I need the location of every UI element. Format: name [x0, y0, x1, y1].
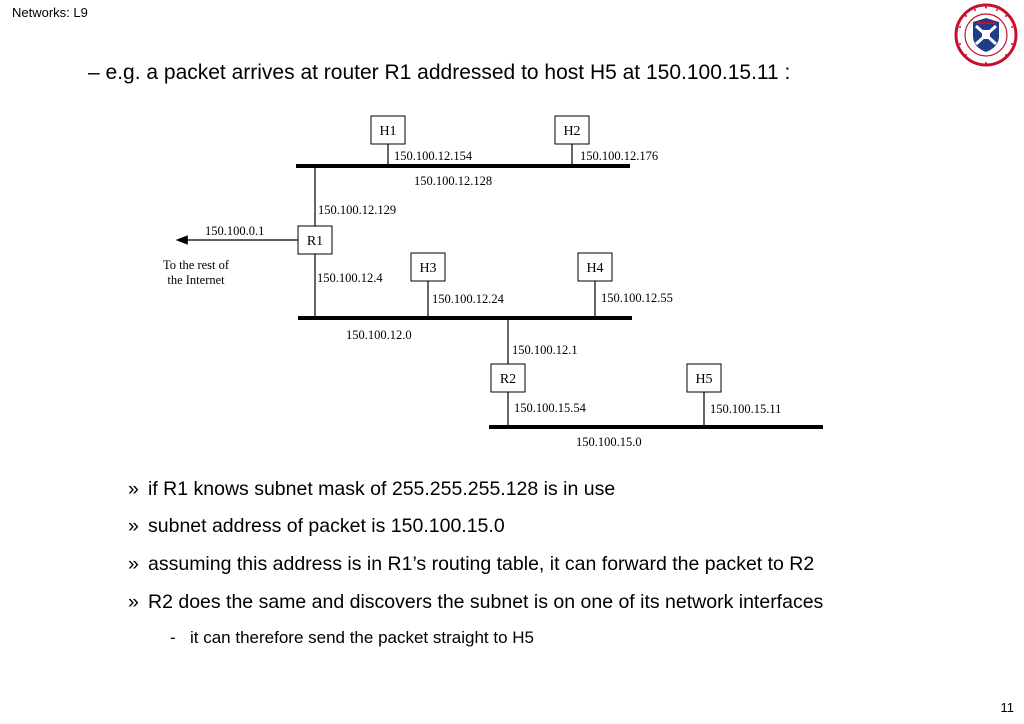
router-r1-label: R1 [307, 234, 323, 249]
internet-label-line2: the Internet [167, 273, 225, 287]
bullet-text: assuming this address is in R1’s routing… [148, 553, 815, 575]
router-r1-box [297, 225, 333, 255]
ip-h3: 150.100.12.24 [432, 292, 505, 306]
ip-r1-bottom: 150.100.12.4 [317, 271, 383, 285]
ip-h5: 150.100.15.11 [710, 402, 781, 416]
network-top-address: 150.100.12.128 [414, 174, 492, 188]
ip-h4: 150.100.12.55 [601, 291, 673, 305]
host-h2-box [554, 115, 590, 145]
ip-r2-bottom: 150.100.15.54 [514, 401, 587, 415]
sub-bullet-marker: - [170, 628, 176, 647]
bullet-text: R2 does the same and discovers the subne… [148, 591, 824, 613]
router-r2-box [490, 363, 526, 393]
bullet-item: » assuming this address is in R1’s routin… [128, 553, 814, 576]
page-number: 11 [1000, 700, 1015, 715]
ip-r1-top: 150.100.12.129 [318, 203, 396, 217]
lead-text: – e.g. a packet arrives at router R1 add… [88, 61, 791, 84]
sub-bullet-text: it can therefore send the packet straigh… [190, 628, 534, 647]
bullet-marker: » [128, 478, 139, 500]
ip-h2: 150.100.12.176 [580, 149, 658, 163]
sub-bullet-item: -it can therefore send the packet straig… [170, 628, 534, 648]
bullet-marker: » [128, 553, 139, 575]
ip-r2-top: 150.100.12.1 [512, 343, 578, 357]
ip-r1-out: 150.100.0.1 [205, 224, 264, 238]
bullet-item: » if R1 knows subnet mask of 255.255.255.… [128, 478, 615, 501]
host-h4-box [577, 252, 613, 282]
network-middle-address: 150.100.12.0 [346, 328, 412, 342]
router-r2-label: R2 [500, 372, 516, 387]
bullet-text: subnet address of packet is 150.100.15.0 [148, 515, 505, 537]
host-h4-label: H4 [586, 261, 603, 276]
host-h1-box [370, 115, 406, 145]
host-h2-label: H2 [563, 124, 580, 139]
host-h1-label: H1 [379, 124, 396, 139]
bullet-marker: » [128, 515, 139, 537]
host-h3-box [410, 252, 446, 282]
host-h3-label: H3 [419, 261, 436, 276]
network-bottom-address: 150.100.15.0 [576, 435, 642, 449]
host-h5-label: H5 [695, 372, 712, 387]
internet-label-line1: To the rest of [163, 258, 230, 272]
host-h5-box [686, 363, 722, 393]
bullet-marker: » [128, 591, 139, 613]
slide-header: Networks: L9 [12, 5, 88, 20]
bullet-item: » subnet address of packet is 150.100.15.… [128, 515, 505, 538]
university-crest-logo [954, 3, 1018, 67]
bullet-text: if R1 knows subnet mask of 255.255.255.1… [148, 478, 616, 500]
bullet-item: » R2 does the same and discovers the subn… [128, 591, 823, 614]
ip-h1: 150.100.12.154 [394, 149, 473, 163]
